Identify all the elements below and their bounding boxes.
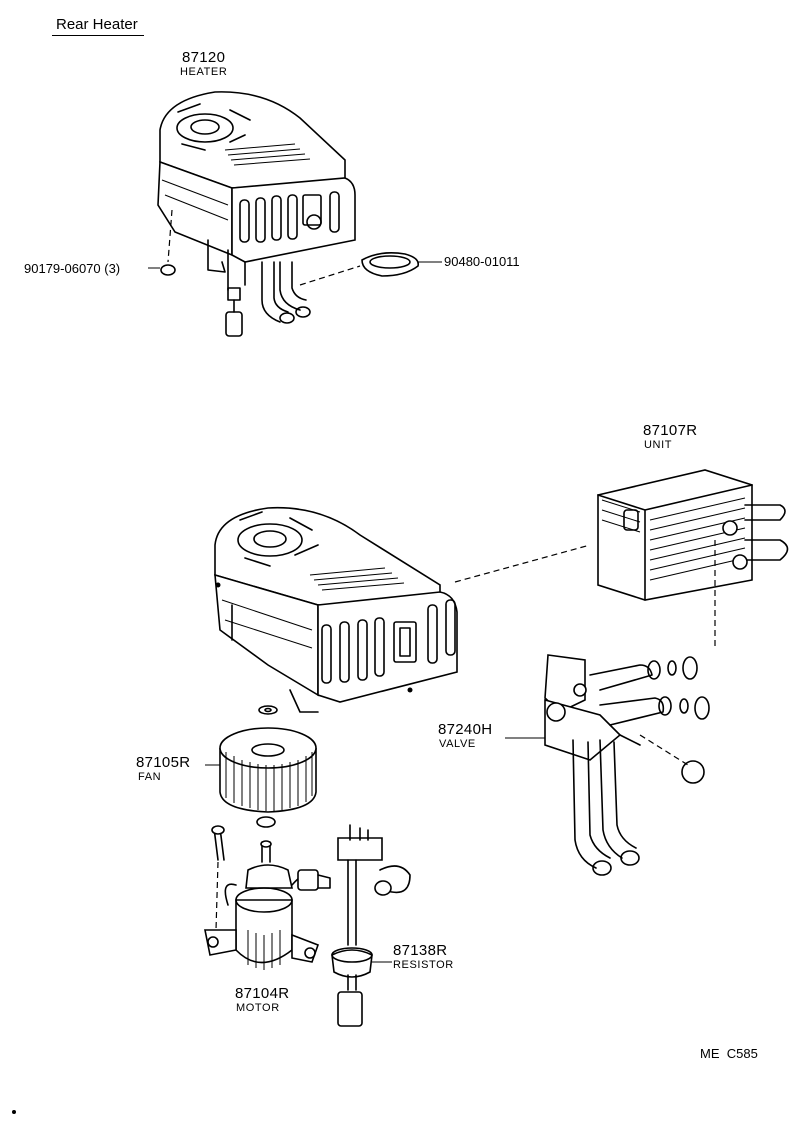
washer xyxy=(256,816,276,828)
motor-part-number: 87104R xyxy=(235,985,290,1002)
fan-part-number: 87105R xyxy=(136,754,191,771)
nut-part xyxy=(148,209,176,276)
heater-assembly-top xyxy=(157,91,356,337)
diagram-title: Rear Heater xyxy=(52,16,144,36)
heater-part-number: 87120 xyxy=(182,49,226,66)
unit-part-number: 87107R xyxy=(643,422,698,439)
diagram-code: ME C585 xyxy=(700,1046,758,1061)
heater-part-name: HEATER xyxy=(180,66,228,78)
resistor-part-number: 87138R xyxy=(393,942,448,959)
valve-cap xyxy=(681,760,705,784)
motor-part-name: MOTOR xyxy=(236,1002,280,1014)
valve-assembly xyxy=(544,654,710,876)
grommet-part xyxy=(299,252,442,286)
blower-fan xyxy=(205,705,317,813)
unit-part-name: UNIT xyxy=(644,439,673,451)
grommet-part-number: 90480-01011 xyxy=(444,254,520,269)
blower-resistor xyxy=(331,824,411,1027)
valve-part-number: 87240H xyxy=(438,721,493,738)
blower-motor xyxy=(204,825,331,970)
heater-case-lower xyxy=(214,506,458,713)
valve-part-name: VALVE xyxy=(439,738,476,750)
resistor-part-name: RESISTOR xyxy=(393,959,454,971)
nut-part-number: 90179-06070 (3) xyxy=(24,261,121,276)
heater-unit-core xyxy=(597,469,789,601)
fan-part-name: FAN xyxy=(138,771,162,783)
